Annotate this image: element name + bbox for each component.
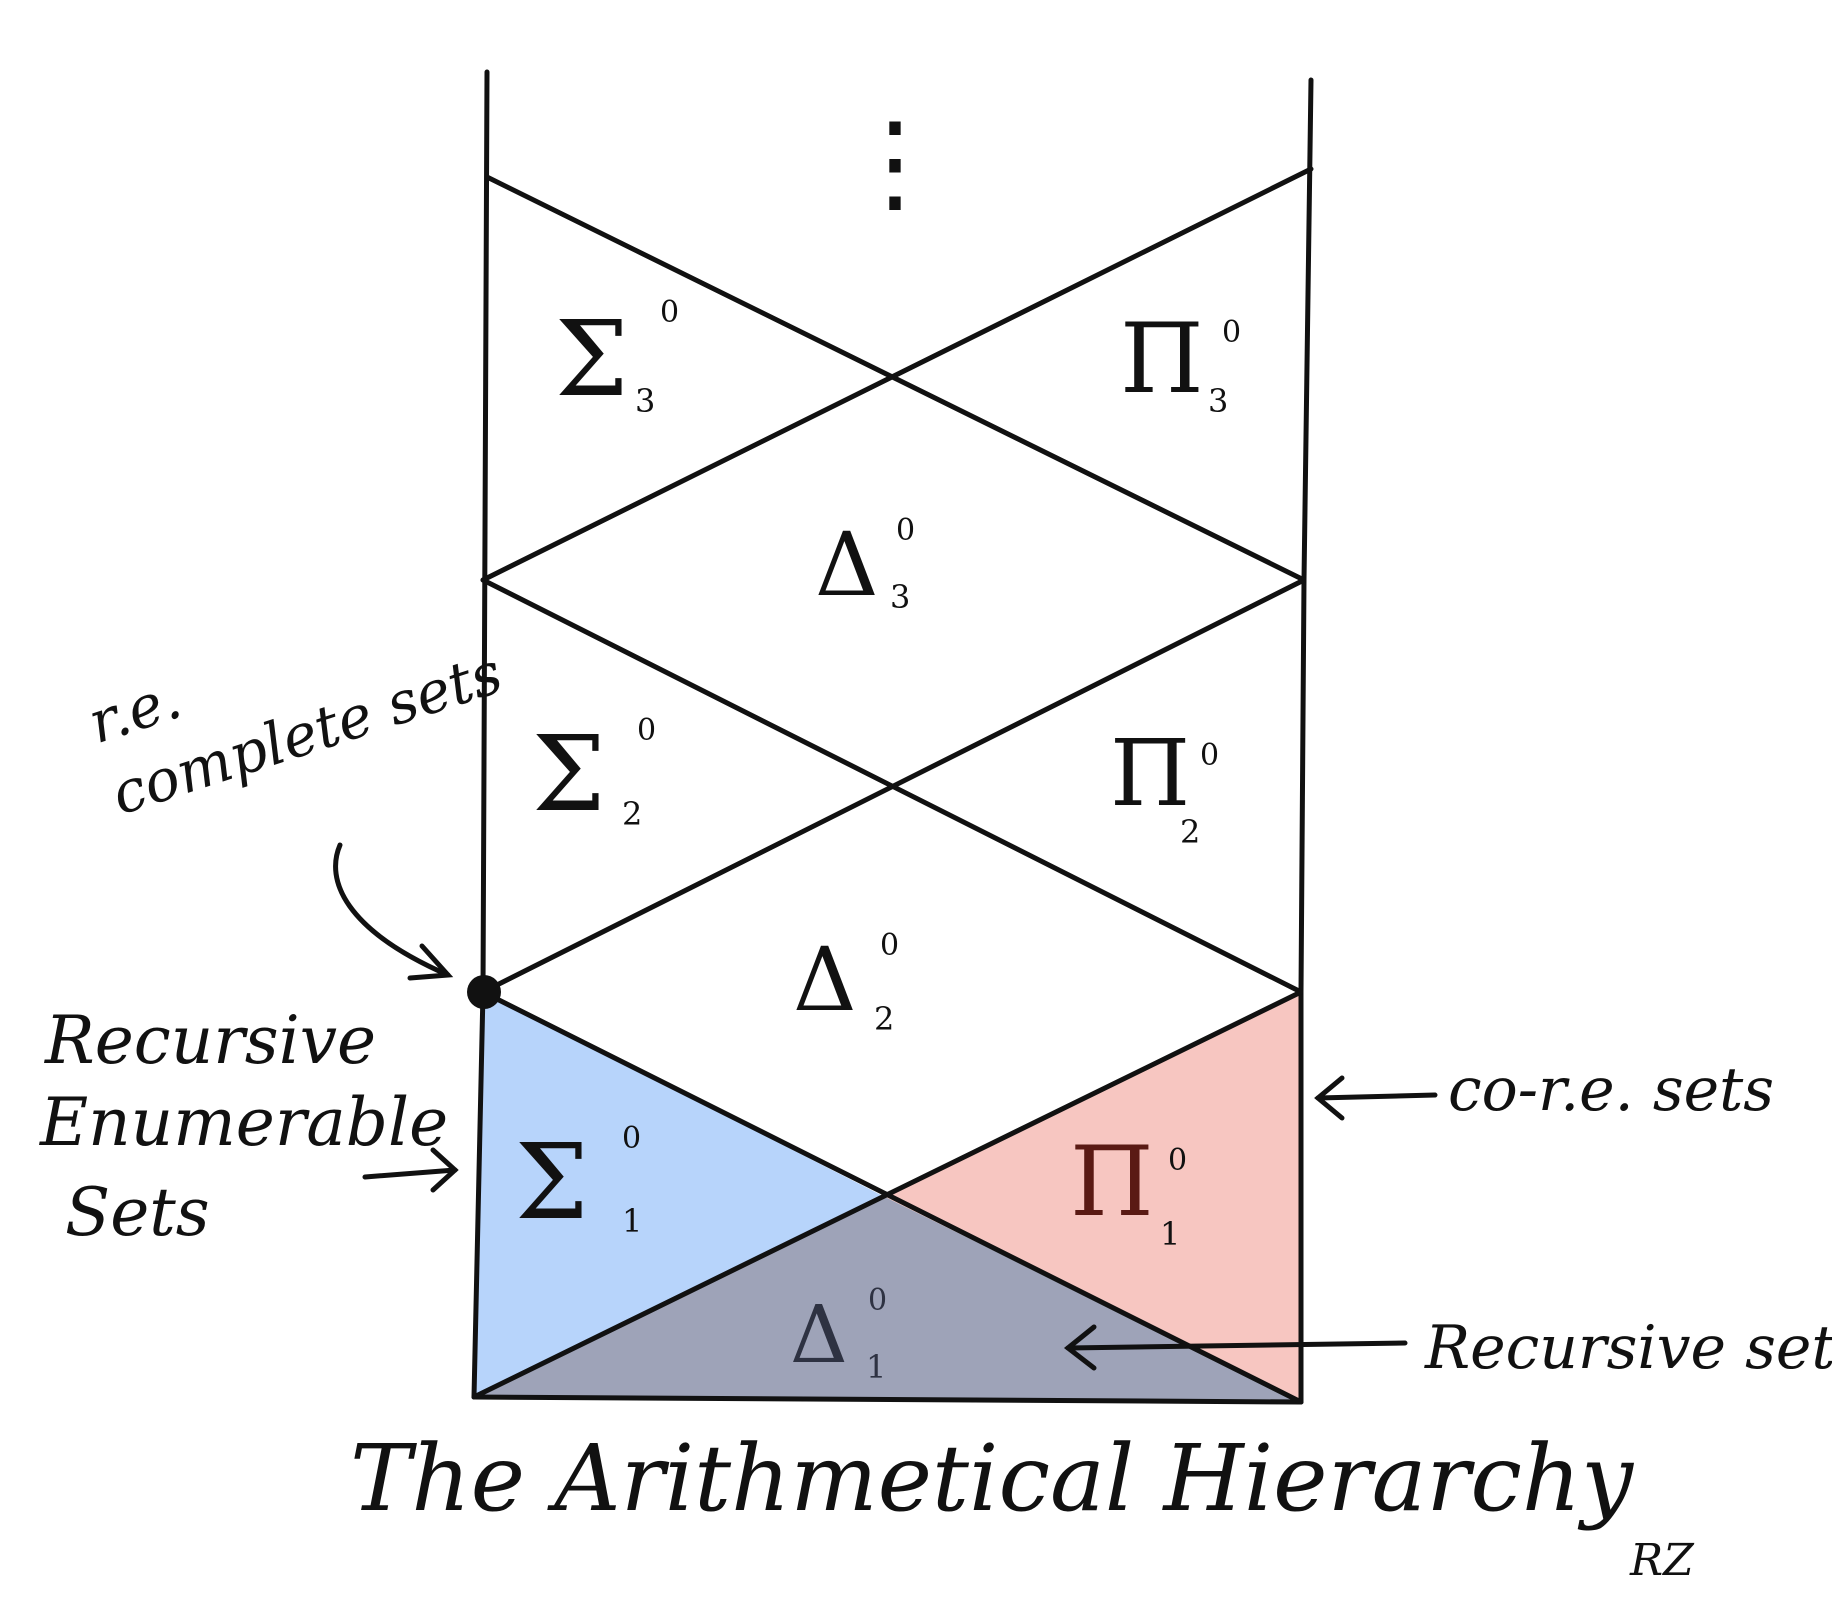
svg-text:Π: Π [1120,303,1204,415]
svg-text:0: 0 [660,295,679,330]
co-re-arrow [1315,1092,1438,1101]
re-complete-arrowhead [407,943,454,981]
recursive-arrow [1065,1340,1408,1351]
pi3-label: Π 3 0 [1120,303,1241,420]
svg-text:1: 1 [622,1202,642,1240]
pi2-label: Π 2 0 [1110,720,1219,851]
svg-text:3: 3 [635,382,655,420]
svg-text:Recursive: Recursive [44,1002,376,1079]
svg-text:2: 2 [874,1000,894,1038]
re-complete-arrow [333,842,451,978]
diagonal-line [480,577,1307,995]
sigma1-region [474,992,881,1397]
re-sets-arrowhead [430,1147,459,1193]
re-sets-arrow [362,1167,458,1180]
continuation-dots: ⋮ [840,98,950,226]
svg-text:Sets: Sets [65,1174,210,1251]
svg-text:0: 0 [896,513,915,548]
diagonal-line [480,989,1304,1405]
right-boundary-line [1298,77,1314,1405]
svg-text:Π: Π [1110,720,1190,827]
svg-text:Δ: Δ [815,513,879,616]
bottom-line [471,1394,1304,1405]
diagonal-line [484,174,1307,583]
re-sets-annotation: Recursive Enumerable Sets [39,1002,448,1251]
delta3-label: Δ 3 0 [815,513,915,616]
delta1-label: Δ 1 0 [790,1283,887,1386]
delta1-region [474,1195,1301,1402]
svg-text:0: 0 [1200,738,1219,773]
co-re-arrowhead [1314,1075,1345,1121]
sigma1-label: Σ 1 0 [515,1121,642,1243]
svg-text:Σ: Σ [532,713,606,835]
svg-text:1: 1 [1160,1215,1180,1253]
svg-text:0: 0 [1222,315,1241,350]
diagram-title: The Arithmetical Hierarchy [350,1425,1634,1532]
diagonal-line [471,989,1304,1400]
delta2-label: Δ 2 0 [793,928,899,1038]
svg-text:3: 3 [890,578,910,616]
co-re-annotation: co-r.e. sets [1448,1055,1774,1125]
svg-text:Δ: Δ [793,928,857,1031]
pi1-label: Π 1 0 [1070,1126,1187,1253]
svg-text:0: 0 [622,1121,641,1156]
svg-text:2: 2 [1180,813,1200,851]
svg-text:Π: Π [1070,1126,1154,1238]
svg-text:Δ: Δ [790,1288,848,1381]
svg-text:0: 0 [1168,1143,1187,1178]
recursive-annotation: Recursive sets [1424,1313,1832,1383]
signature: RZ [1629,1535,1695,1586]
re-complete-annotation: r.e. complete sets [80,638,510,828]
svg-text:0: 0 [880,928,899,963]
sigma2-label: Σ 2 0 [532,713,656,835]
svg-text:0: 0 [868,1283,887,1318]
recursive-arrowhead [1063,1324,1097,1371]
svg-text:Σ: Σ [555,298,629,420]
svg-text:0: 0 [637,713,656,748]
pi1-region [881,992,1301,1402]
diagonal-line [480,166,1314,583]
svg-text:Enumerable: Enumerable [39,1084,448,1161]
svg-text:2: 2 [622,795,642,833]
svg-text:3: 3 [1208,382,1228,420]
sigma3-label: Σ 3 0 [555,295,679,420]
svg-text:1: 1 [866,1348,886,1386]
svg-text:Σ: Σ [515,1121,589,1243]
re-complete-node [467,975,501,1009]
